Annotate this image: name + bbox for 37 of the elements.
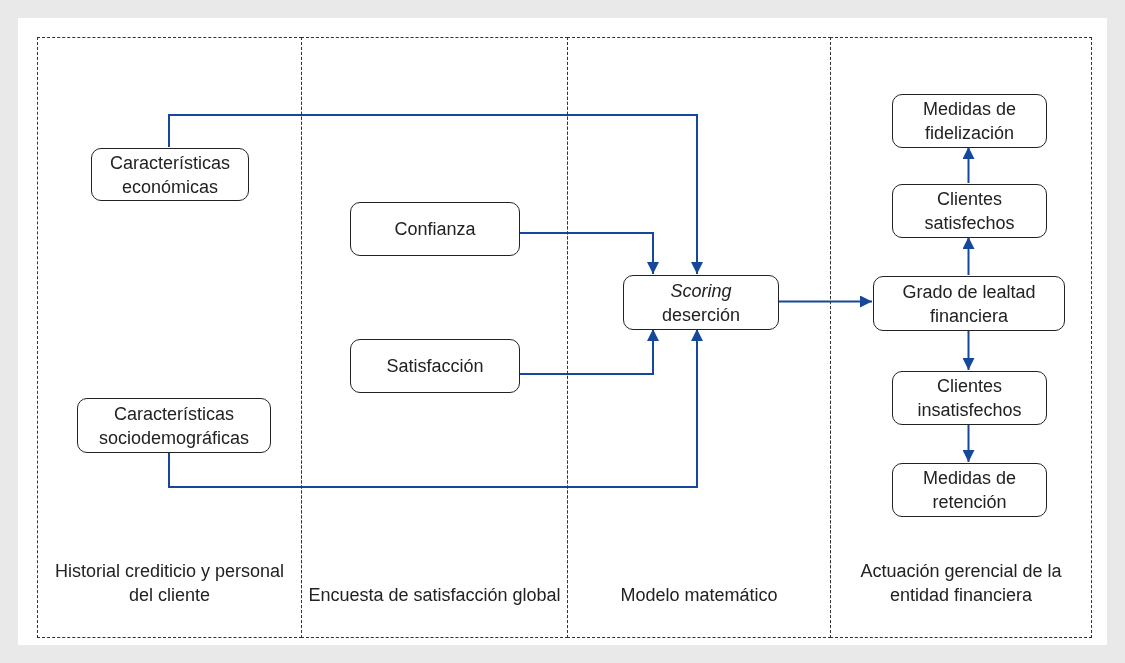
column-band <box>37 37 302 638</box>
process-box <box>892 463 1047 517</box>
column-band <box>830 37 1092 638</box>
connector-arrow <box>962 146 975 184</box>
column-label: Modelo matemático <box>619 584 779 607</box>
box-label: Medidas de fidelización <box>921 98 1018 145</box>
process-box <box>892 184 1047 238</box>
box-label: Características económicas <box>108 151 231 199</box>
connector-arrow <box>962 236 975 276</box>
connector-arrow <box>962 329 975 371</box>
connector-arrow <box>777 295 873 308</box>
box-label: Clientes satisfechos <box>923 188 1016 235</box>
column-band <box>301 37 568 638</box>
box-label: Clientes insatisfechos <box>916 375 1023 422</box>
box-label: Satisfacción <box>386 355 484 378</box>
connector-arrow <box>518 232 659 275</box>
column-label: Historial crediticio y personal del cliente <box>53 560 286 607</box>
process-box <box>892 371 1047 425</box>
column-band <box>567 37 831 638</box>
process-box <box>350 202 520 256</box>
box-label: Confianza <box>394 218 476 241</box>
connector-arrow <box>518 328 659 375</box>
process-box <box>91 148 249 201</box>
connector-arrow <box>962 423 975 463</box>
connector-arrow <box>168 328 703 488</box>
process-box <box>892 94 1047 148</box>
connector-arrow <box>168 114 703 275</box>
process-box <box>350 339 520 393</box>
process-box <box>873 276 1065 331</box>
box-label: Medidas de retención <box>921 467 1018 514</box>
box-label: Grado de lealtad financiera <box>901 280 1037 328</box>
column-label: Encuesta de satisfacción global <box>308 584 561 607</box>
box-label: Características sociodemográficas <box>97 402 251 450</box>
process-box <box>623 275 779 330</box>
column-label: Actuación gerencial de la entidad financiera <box>859 560 1063 607</box>
box-label: Scoring deserción <box>660 279 741 327</box>
process-box <box>77 398 271 453</box>
